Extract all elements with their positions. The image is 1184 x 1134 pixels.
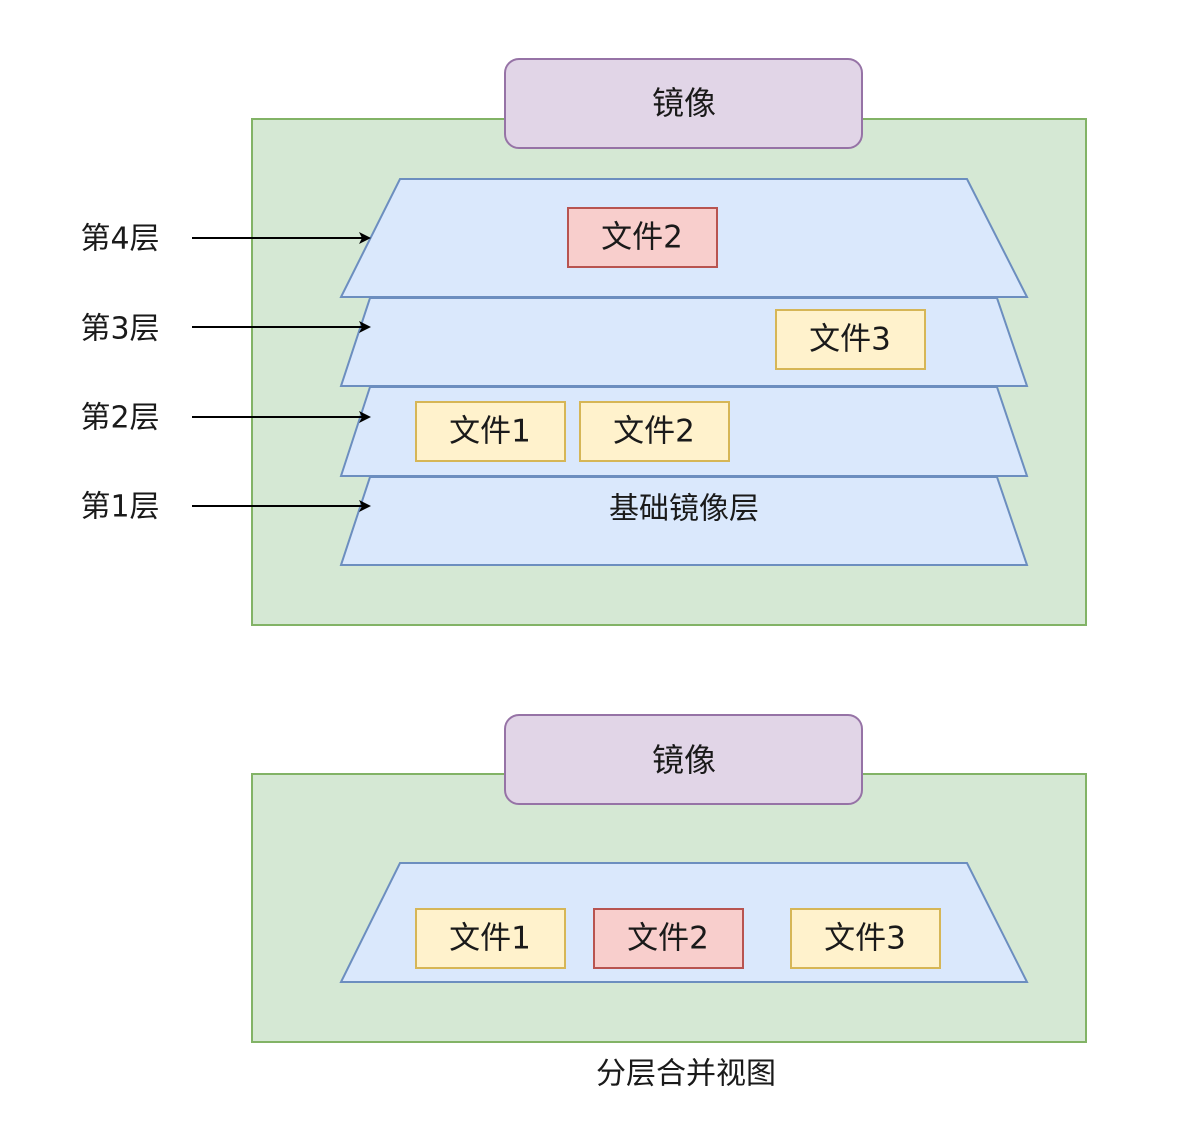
layer-1-caption: 基础镜像层 bbox=[609, 492, 759, 527]
merged-file-2-label: 文件2 bbox=[627, 921, 709, 957]
layer-2-file-1 bbox=[415, 401, 566, 462]
merged-file-3-label: 文件3 bbox=[824, 921, 906, 957]
merged-view-caption: 分层合并视图 bbox=[596, 1057, 776, 1092]
merged-file-1 bbox=[415, 908, 566, 969]
top-image-header bbox=[504, 58, 863, 149]
bottom-image-header bbox=[504, 714, 863, 805]
merged-file-1-label: 文件1 bbox=[449, 921, 531, 957]
top-image-label: 镜像 bbox=[652, 84, 716, 122]
layer-2-file-1-label: 文件1 bbox=[449, 414, 531, 450]
layer-1-label: 第1层 bbox=[80, 490, 159, 525]
layer-4-file-1-label: 文件2 bbox=[601, 220, 683, 256]
layer-2-label: 第2层 bbox=[80, 401, 159, 436]
merged-file-3 bbox=[790, 908, 941, 969]
layer-3-file-1-label: 文件3 bbox=[809, 322, 891, 358]
layer-3-file-1 bbox=[775, 309, 926, 370]
layer-3-label: 第3层 bbox=[80, 312, 159, 347]
layer-2-file-2 bbox=[579, 401, 730, 462]
layer-4-label: 第4层 bbox=[80, 222, 159, 257]
bottom-image-label: 镜像 bbox=[652, 741, 716, 779]
layer-4-file-1 bbox=[567, 207, 718, 268]
merged-file-2 bbox=[593, 908, 744, 969]
layer-2-file-2-label: 文件2 bbox=[613, 414, 695, 450]
